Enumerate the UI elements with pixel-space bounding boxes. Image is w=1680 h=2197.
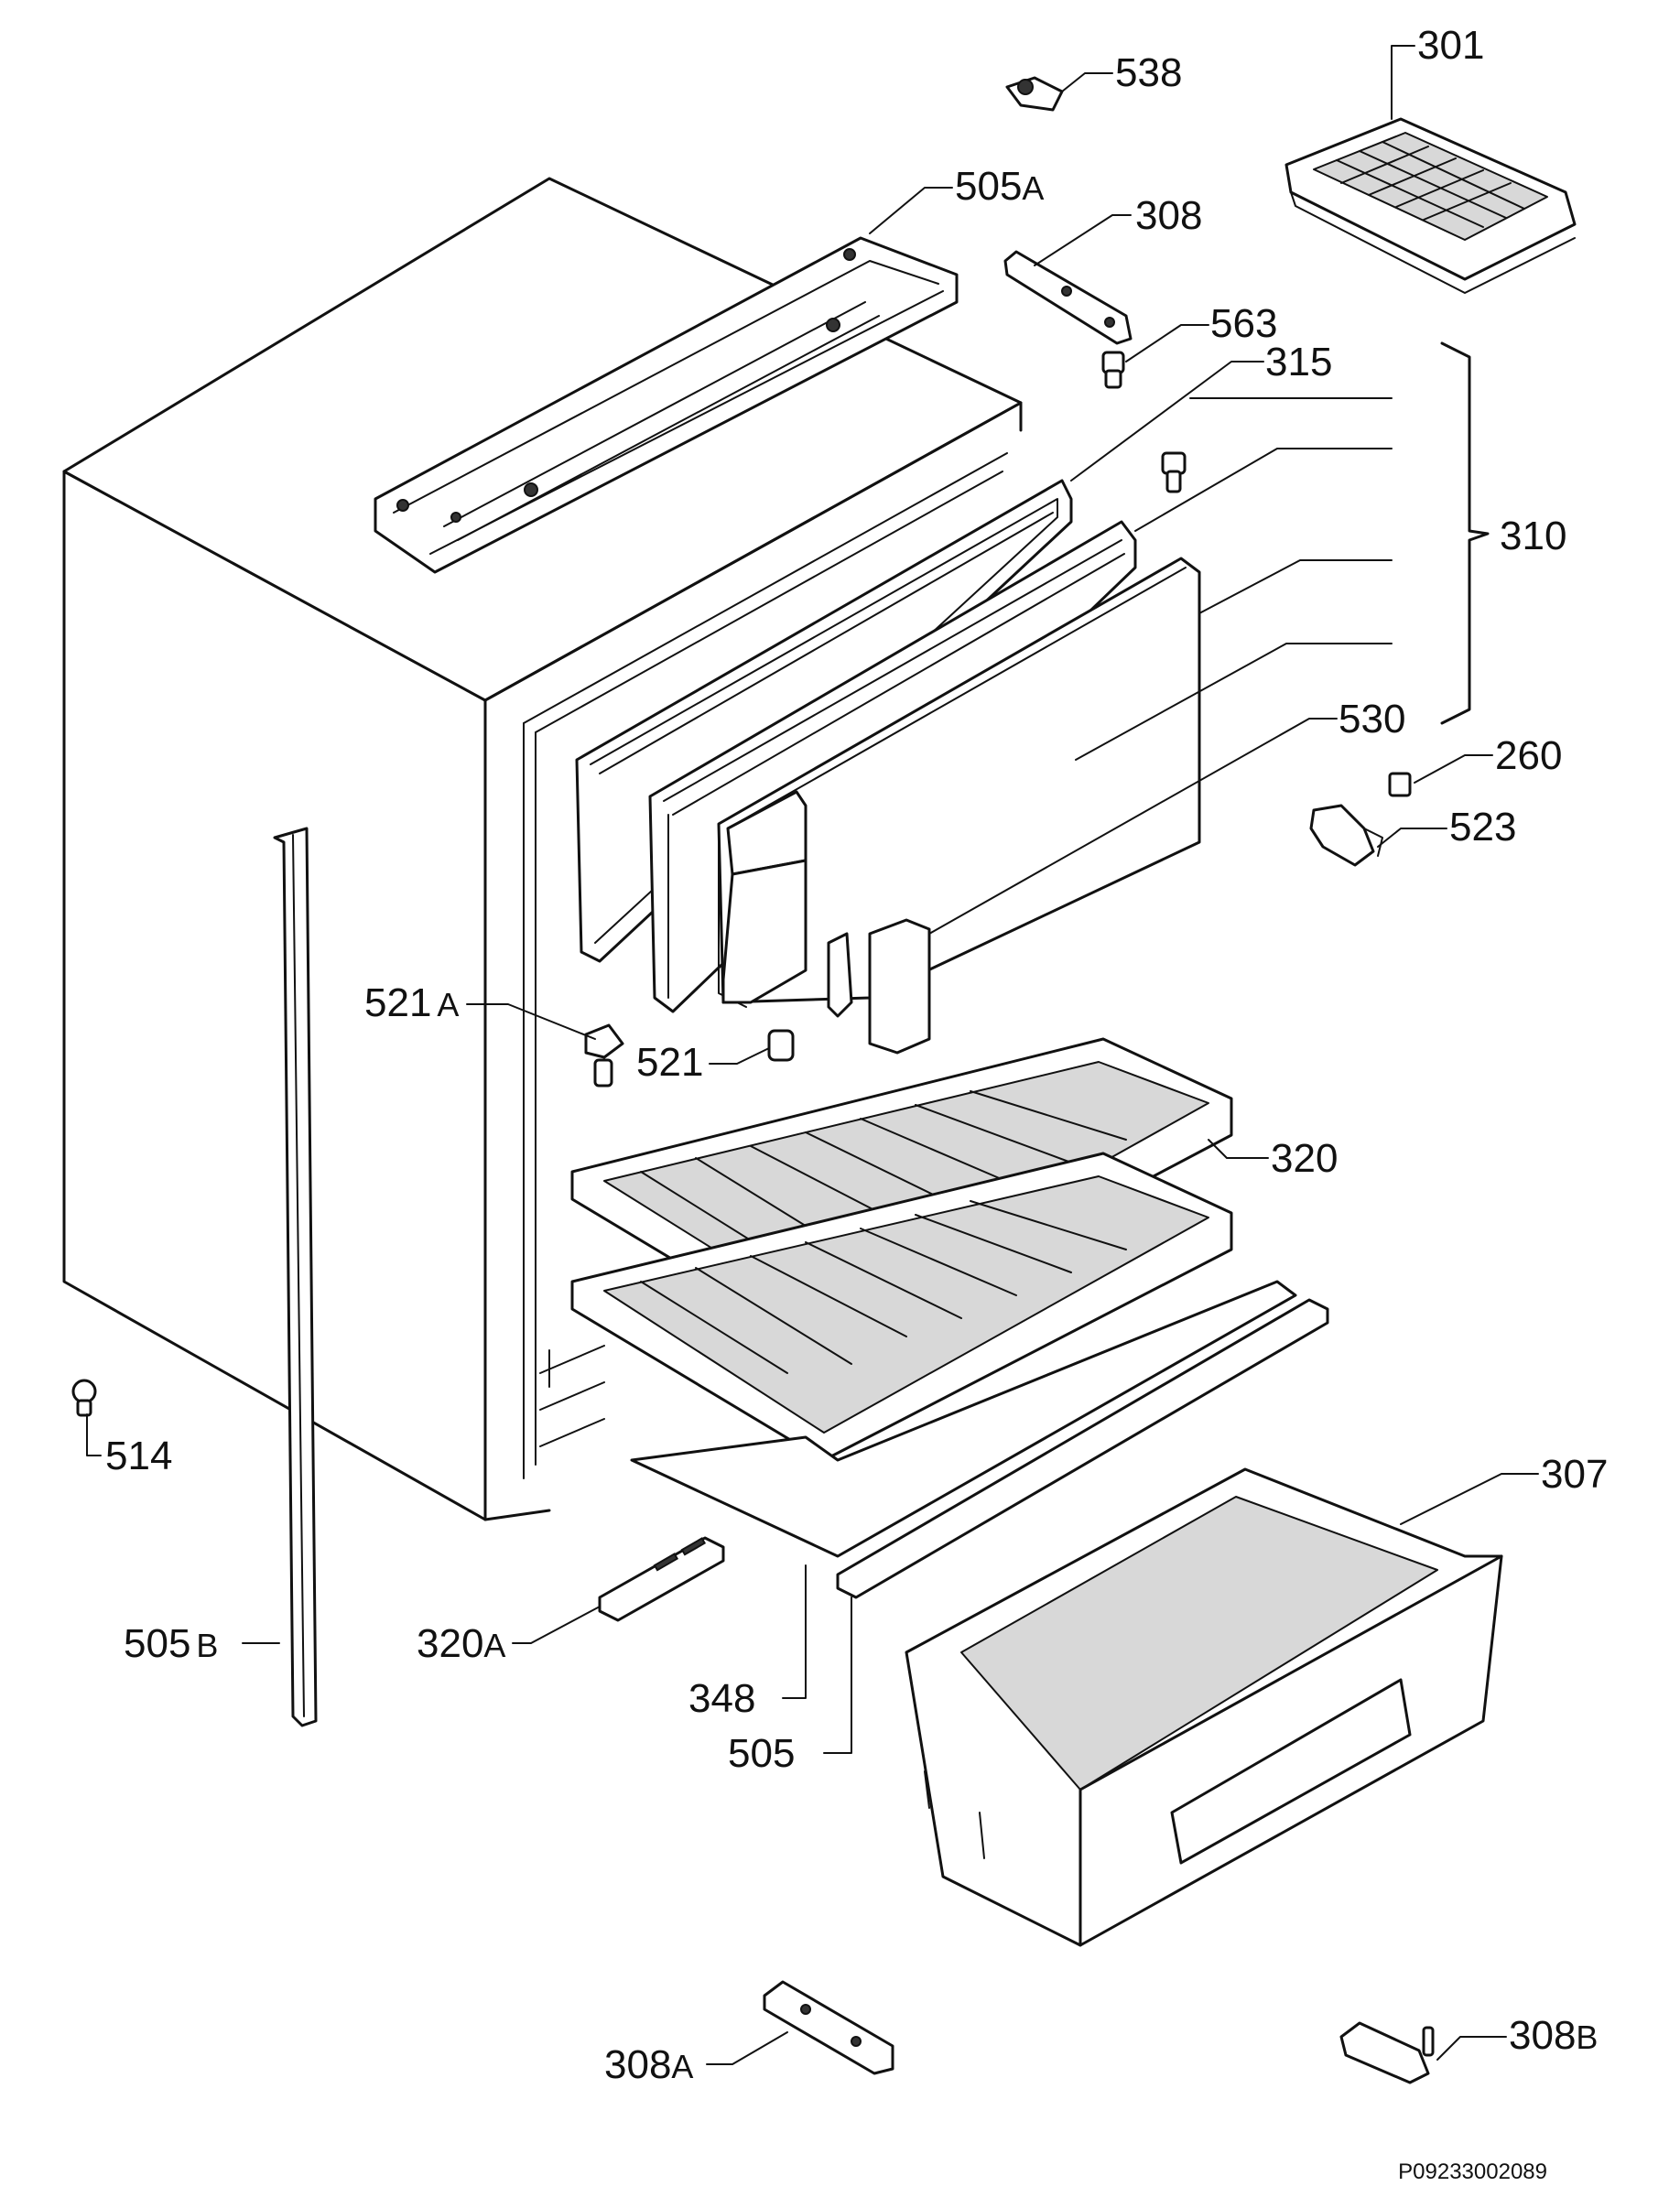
label-307: 307 <box>1541 1452 1608 1497</box>
part-308-hinge <box>1003 250 1133 345</box>
label-260: 260 <box>1495 733 1562 778</box>
label-521: 521 <box>636 1040 703 1085</box>
part-260-clip <box>1388 772 1412 797</box>
part-521a-lamp-holder <box>584 1023 624 1088</box>
label-320: 320 <box>1271 1136 1338 1181</box>
part-307-crisper-drawer <box>905 1467 1503 1947</box>
label-514: 514 <box>105 1434 172 1478</box>
part-523-connector <box>1309 804 1383 867</box>
part-514-screw <box>71 1379 97 1417</box>
part-320-lower-shelf <box>570 1152 1233 1479</box>
label-563: 563 <box>1210 301 1277 346</box>
label-308b: 308B <box>1509 2013 1598 2058</box>
label-523: 523 <box>1449 805 1516 850</box>
label-320a: 320A <box>417 1621 505 1666</box>
leader-lines <box>86 45 1539 2065</box>
part-320a-runner <box>598 1536 725 1622</box>
part-315-screw <box>1161 451 1187 493</box>
part-348-glass-plate <box>630 1280 1297 1558</box>
label-310: 310 <box>1500 514 1566 558</box>
label-315: 315 <box>1265 340 1332 384</box>
part-538-cam <box>1005 76 1064 112</box>
label-505a: 505A <box>955 164 1044 209</box>
part-308b-hinge <box>1339 2021 1435 2084</box>
label-308: 308 <box>1135 193 1202 238</box>
drawing-code: P09233002089 <box>1398 2159 1547 2184</box>
label-301: 301 <box>1417 23 1484 68</box>
label-348: 348 <box>688 1676 755 1721</box>
label-530: 530 <box>1339 697 1405 741</box>
part-labels: 301 538 505A 308 563 315 310 530 260 523… <box>105 23 1608 2184</box>
label-308a: 308A <box>604 2042 693 2087</box>
label-538: 538 <box>1115 50 1182 95</box>
label-505: 505 <box>728 1731 795 1776</box>
part-521-lamp <box>767 1029 795 1062</box>
part-505b-gasket-strip <box>273 827 318 1727</box>
part-563-screw <box>1101 351 1125 389</box>
part-505-strip <box>836 1298 1329 1599</box>
part-301-ice-tray <box>1284 117 1577 294</box>
part-308a-hinge <box>763 1980 894 2075</box>
part-310-door-assembly <box>575 479 1201 1055</box>
part-505a-top-rail <box>374 236 959 574</box>
